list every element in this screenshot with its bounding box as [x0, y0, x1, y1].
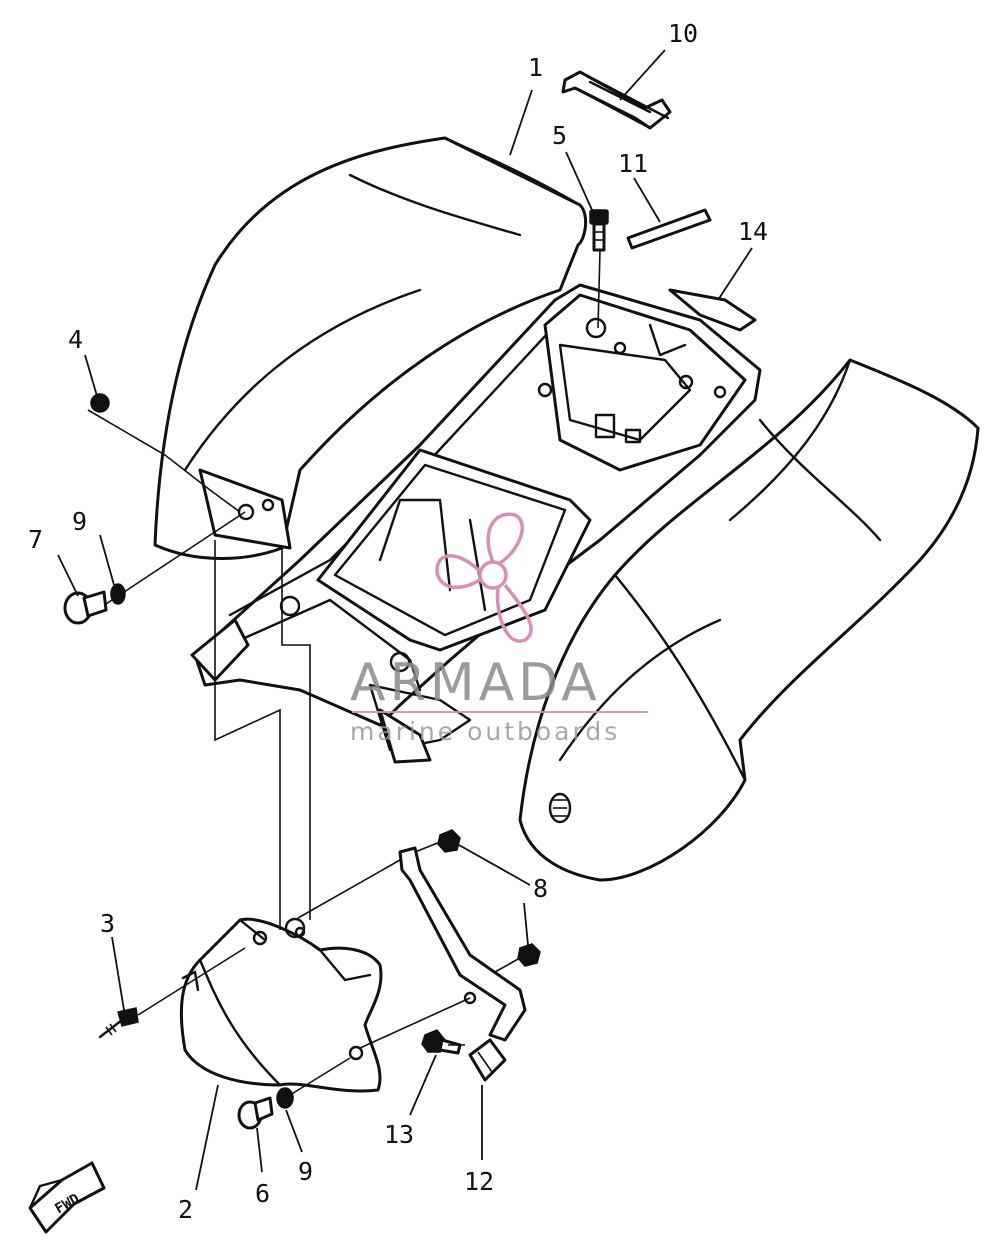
leader-lines — [57, 49, 753, 1191]
strap-part-10 — [561, 70, 672, 130]
callout-9-upper: 9 — [72, 507, 87, 536]
callout-11: 11 — [618, 149, 648, 178]
callout-14: 14 — [738, 217, 768, 246]
bolt-part-13 — [421, 1029, 462, 1055]
bolt-part-5 — [589, 209, 609, 252]
callout-7: 7 — [28, 525, 43, 554]
screw-part-3 — [98, 1007, 139, 1039]
assembly-lines — [87, 249, 601, 1096]
propeller-logo — [435, 512, 533, 643]
callout-1: 1 — [528, 53, 543, 82]
armada-watermark: ARMADA marine outboards — [350, 512, 648, 746]
watermark-tagline: marine outboards — [350, 717, 620, 746]
pad-part-14 — [668, 288, 757, 332]
stay-bracket-part-12 — [398, 846, 527, 1082]
nut-part-4 — [90, 393, 110, 413]
callout-8: 8 — [533, 874, 548, 903]
callout-5: 5 — [552, 121, 567, 150]
rear-fender-part-1 — [153, 136, 980, 882]
callout-4: 4 — [68, 325, 83, 354]
watermark-brand: ARMADA — [350, 653, 601, 713]
callout-12: 12 — [464, 1167, 494, 1196]
callout-13: 13 — [384, 1120, 414, 1149]
callout-labels: 1 2 3 4 5 6 7 8 9 9 10 11 12 13 14 — [28, 19, 768, 1224]
callout-3: 3 — [100, 909, 115, 938]
pad-part-11 — [626, 208, 712, 250]
callout-10: 10 — [668, 19, 698, 48]
mud-flap-part-2 — [179, 917, 383, 1093]
callout-9-lower: 9 — [298, 1157, 313, 1186]
fwd-arrow-badge: FWD — [28, 1161, 106, 1234]
nut-part-8 — [437, 829, 541, 967]
callout-6: 6 — [255, 1179, 270, 1208]
knob-bolt-part-7 — [63, 590, 108, 625]
bolt-part-6 — [237, 1096, 274, 1130]
callout-2: 2 — [178, 1195, 193, 1224]
